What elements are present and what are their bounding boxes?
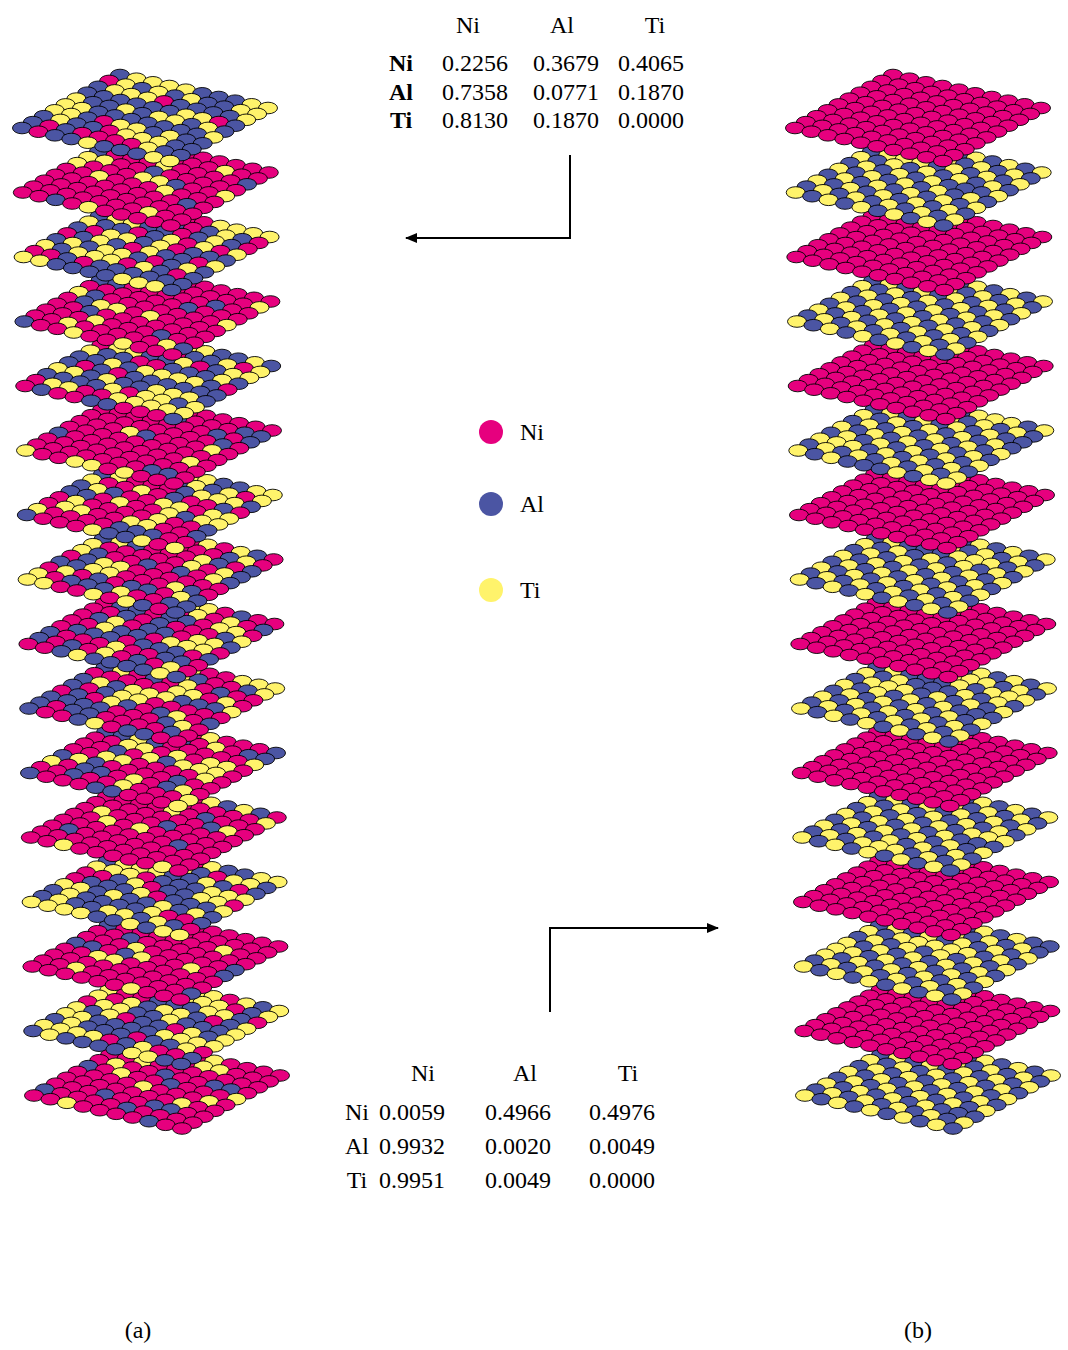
atom <box>166 607 185 619</box>
atom <box>165 542 184 554</box>
atom <box>172 1058 191 1070</box>
atom <box>942 994 961 1006</box>
atom <box>163 349 182 361</box>
atom-stacks <box>13 69 1061 1134</box>
atom <box>169 800 188 812</box>
atom <box>944 1123 963 1135</box>
atom <box>943 1058 962 1070</box>
atom <box>167 671 186 683</box>
atom <box>171 994 190 1006</box>
atom <box>164 413 183 425</box>
atom <box>161 155 180 167</box>
atom <box>169 865 188 877</box>
atom <box>165 478 184 490</box>
atom <box>173 1123 192 1135</box>
atom <box>170 929 189 941</box>
atom <box>162 284 181 296</box>
atom <box>168 736 187 748</box>
atom <box>161 220 180 232</box>
